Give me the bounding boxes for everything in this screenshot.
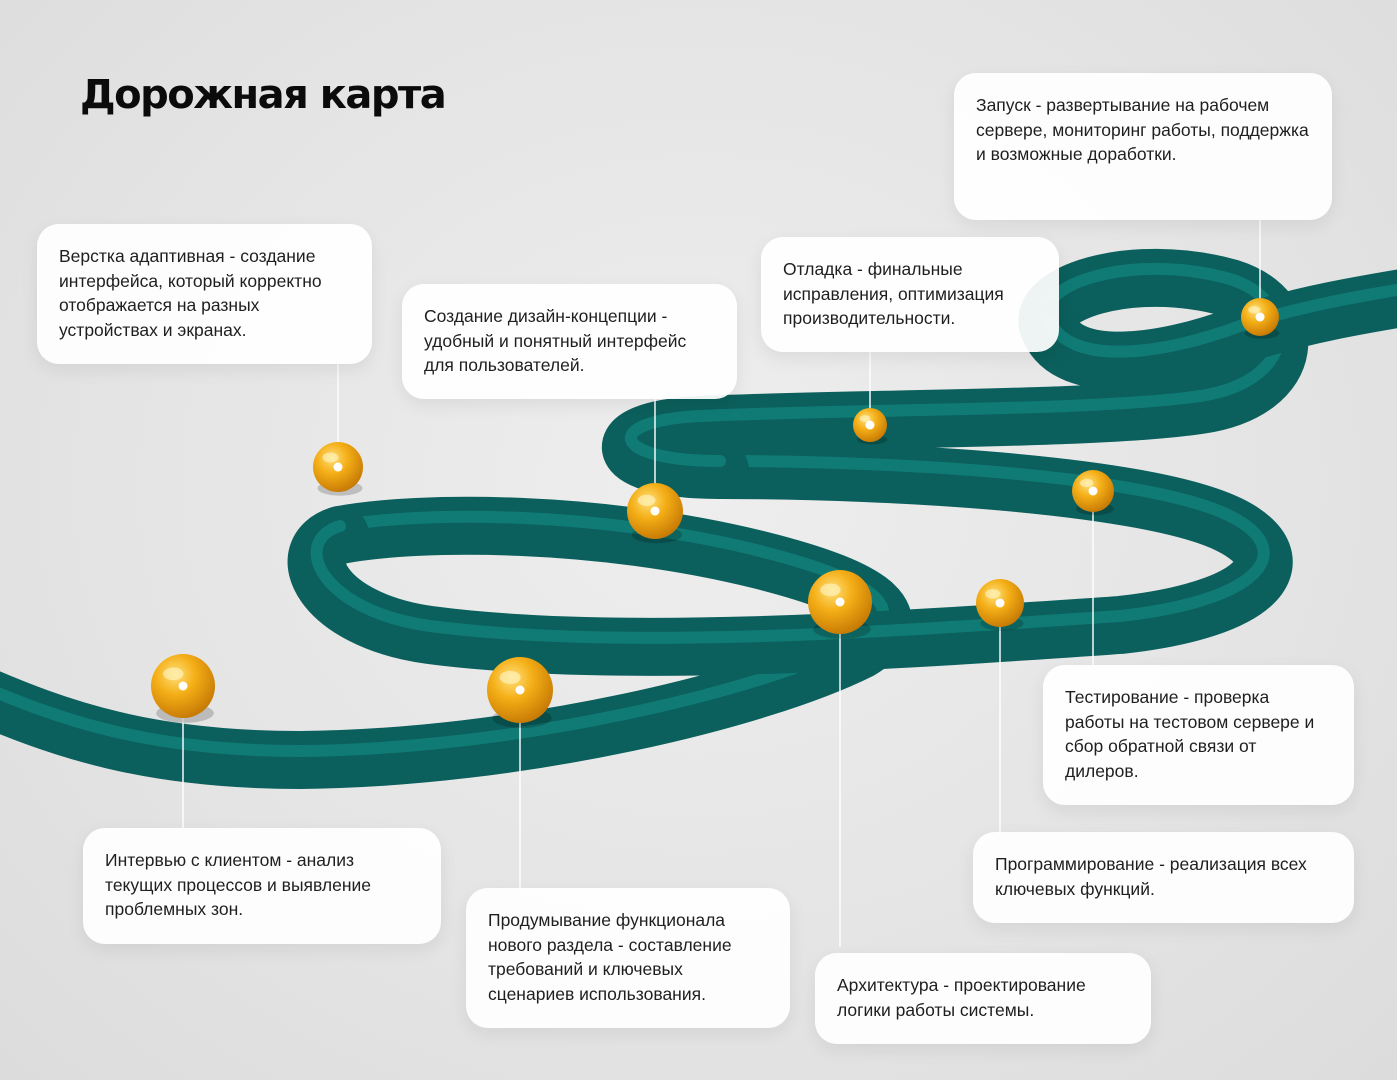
marker-gloss-1 [163, 667, 184, 681]
roadmap-tube [0, 248, 1397, 790]
connector-lines [182, 220, 1261, 947]
page-title: Дорожная карта [80, 72, 447, 118]
step-card-architecture: Архитектура - проектирование логики рабо… [815, 953, 1151, 1044]
marker-dot-1 [178, 681, 188, 691]
marker-dot-2 [515, 685, 525, 695]
step-text: Отладка - финальные исправления, оптимиз… [783, 259, 1004, 328]
marker-gloss-8 [1079, 478, 1094, 488]
marker-gloss-2 [499, 670, 521, 685]
marker-dot-4 [650, 506, 660, 516]
milestone-markers [151, 298, 1280, 728]
marker-gloss-9 [1248, 305, 1261, 314]
step-card-launch: Запуск - развертывание на рабочем сервер… [954, 73, 1332, 220]
step-text: Программирование - реализация всех ключе… [995, 854, 1307, 899]
marker-dot-3 [333, 462, 343, 472]
marker-dot-6 [995, 598, 1005, 608]
marker-dot-7 [865, 420, 875, 430]
step-card-programming: Программирование - реализация всех ключе… [973, 832, 1354, 923]
step-card-testing: Тестирование - проверка работы на тестов… [1043, 665, 1354, 805]
step-text: Продумывание функционала нового раздела … [488, 910, 732, 1004]
step-text: Архитектура - проектирование логики рабо… [837, 975, 1086, 1020]
step-card-debugging: Отладка - финальные исправления, оптимиз… [761, 237, 1059, 352]
tube-highlight-4 [1044, 283, 1397, 358]
tube-segment-3 [602, 248, 1309, 499]
marker-dot-9 [1255, 312, 1265, 322]
step-card-interview: Интервью с клиентом - анализ текущих про… [83, 828, 441, 944]
tube-highlight-3 [625, 262, 1286, 467]
tube-segment-4 [1021, 269, 1397, 390]
marker-gloss-3 [322, 452, 339, 463]
marker-gloss-7 [859, 415, 871, 422]
step-text: Запуск - развертывание на рабочем сервер… [976, 95, 1309, 164]
step-text: Создание дизайн-концепции - удобный и по… [424, 306, 687, 375]
marker-gloss-4 [637, 494, 656, 506]
step-card-design: Создание дизайн-концепции - удобный и по… [402, 284, 737, 399]
step-card-functional: Продумывание функционала нового раздела … [466, 888, 790, 1028]
marker-gloss-5 [820, 583, 841, 597]
marker-dot-5 [835, 597, 845, 607]
step-text: Верстка адаптивная - создание интерфейса… [59, 246, 322, 340]
step-card-layout: Верстка адаптивная - создание интерфейса… [37, 224, 372, 364]
step-text: Интервью с клиентом - анализ текущих про… [105, 850, 372, 919]
marker-gloss-6 [985, 589, 1001, 599]
step-text: Тестирование - проверка работы на тестов… [1065, 687, 1315, 781]
marker-dot-8 [1088, 486, 1098, 496]
